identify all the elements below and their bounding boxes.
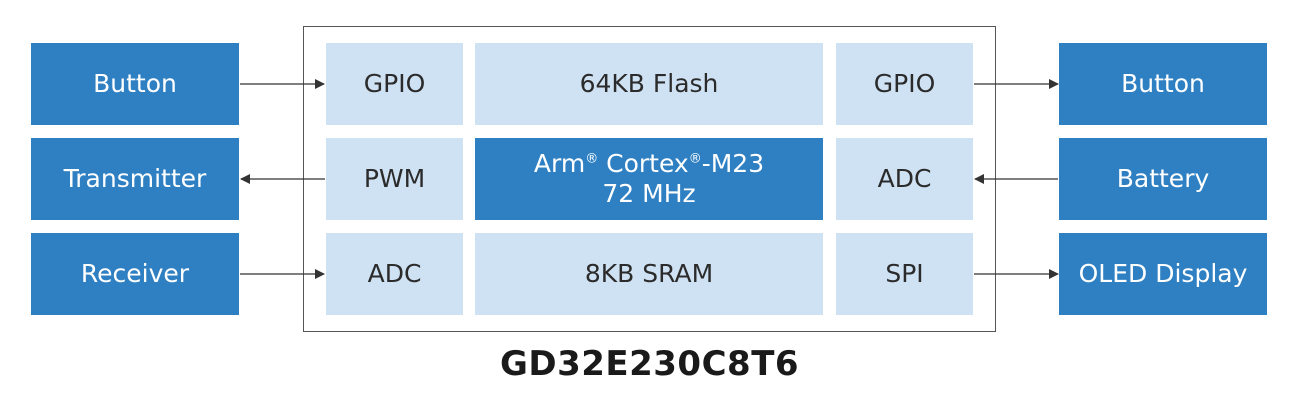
core-model: -M23 xyxy=(701,149,765,178)
peripheral-spi: SPI xyxy=(836,233,973,315)
registered-mark-1: ® xyxy=(585,151,599,167)
device-transmitter: Transmitter xyxy=(31,138,239,220)
device-oled-display: OLED Display xyxy=(1059,233,1267,315)
device-button-left: Button xyxy=(31,43,239,125)
memory-flash: 64KB Flash xyxy=(475,43,823,125)
peripheral-adc-left: ADC xyxy=(326,233,463,315)
memory-sram: 8KB SRAM xyxy=(475,233,823,315)
chip-name: GD32E230C8T6 xyxy=(499,344,800,384)
cpu-core-name: Arm® Cortex®-M23 xyxy=(534,149,764,179)
cpu-core-frequency: 72 MHz xyxy=(602,179,696,208)
device-receiver: Receiver xyxy=(31,233,239,315)
cpu-core: Arm® Cortex®-M23 72 MHz xyxy=(475,138,823,220)
registered-mark-2: ® xyxy=(688,151,702,167)
core-arm: Arm xyxy=(533,149,586,178)
peripheral-adc-right: ADC xyxy=(836,138,973,220)
device-battery: Battery xyxy=(1059,138,1267,220)
peripheral-gpio-left: GPIO xyxy=(326,43,463,125)
core-cortex: Cortex xyxy=(598,149,689,178)
device-button-right: Button xyxy=(1059,43,1267,125)
peripheral-gpio-right: GPIO xyxy=(836,43,973,125)
peripheral-pwm: PWM xyxy=(326,138,463,220)
